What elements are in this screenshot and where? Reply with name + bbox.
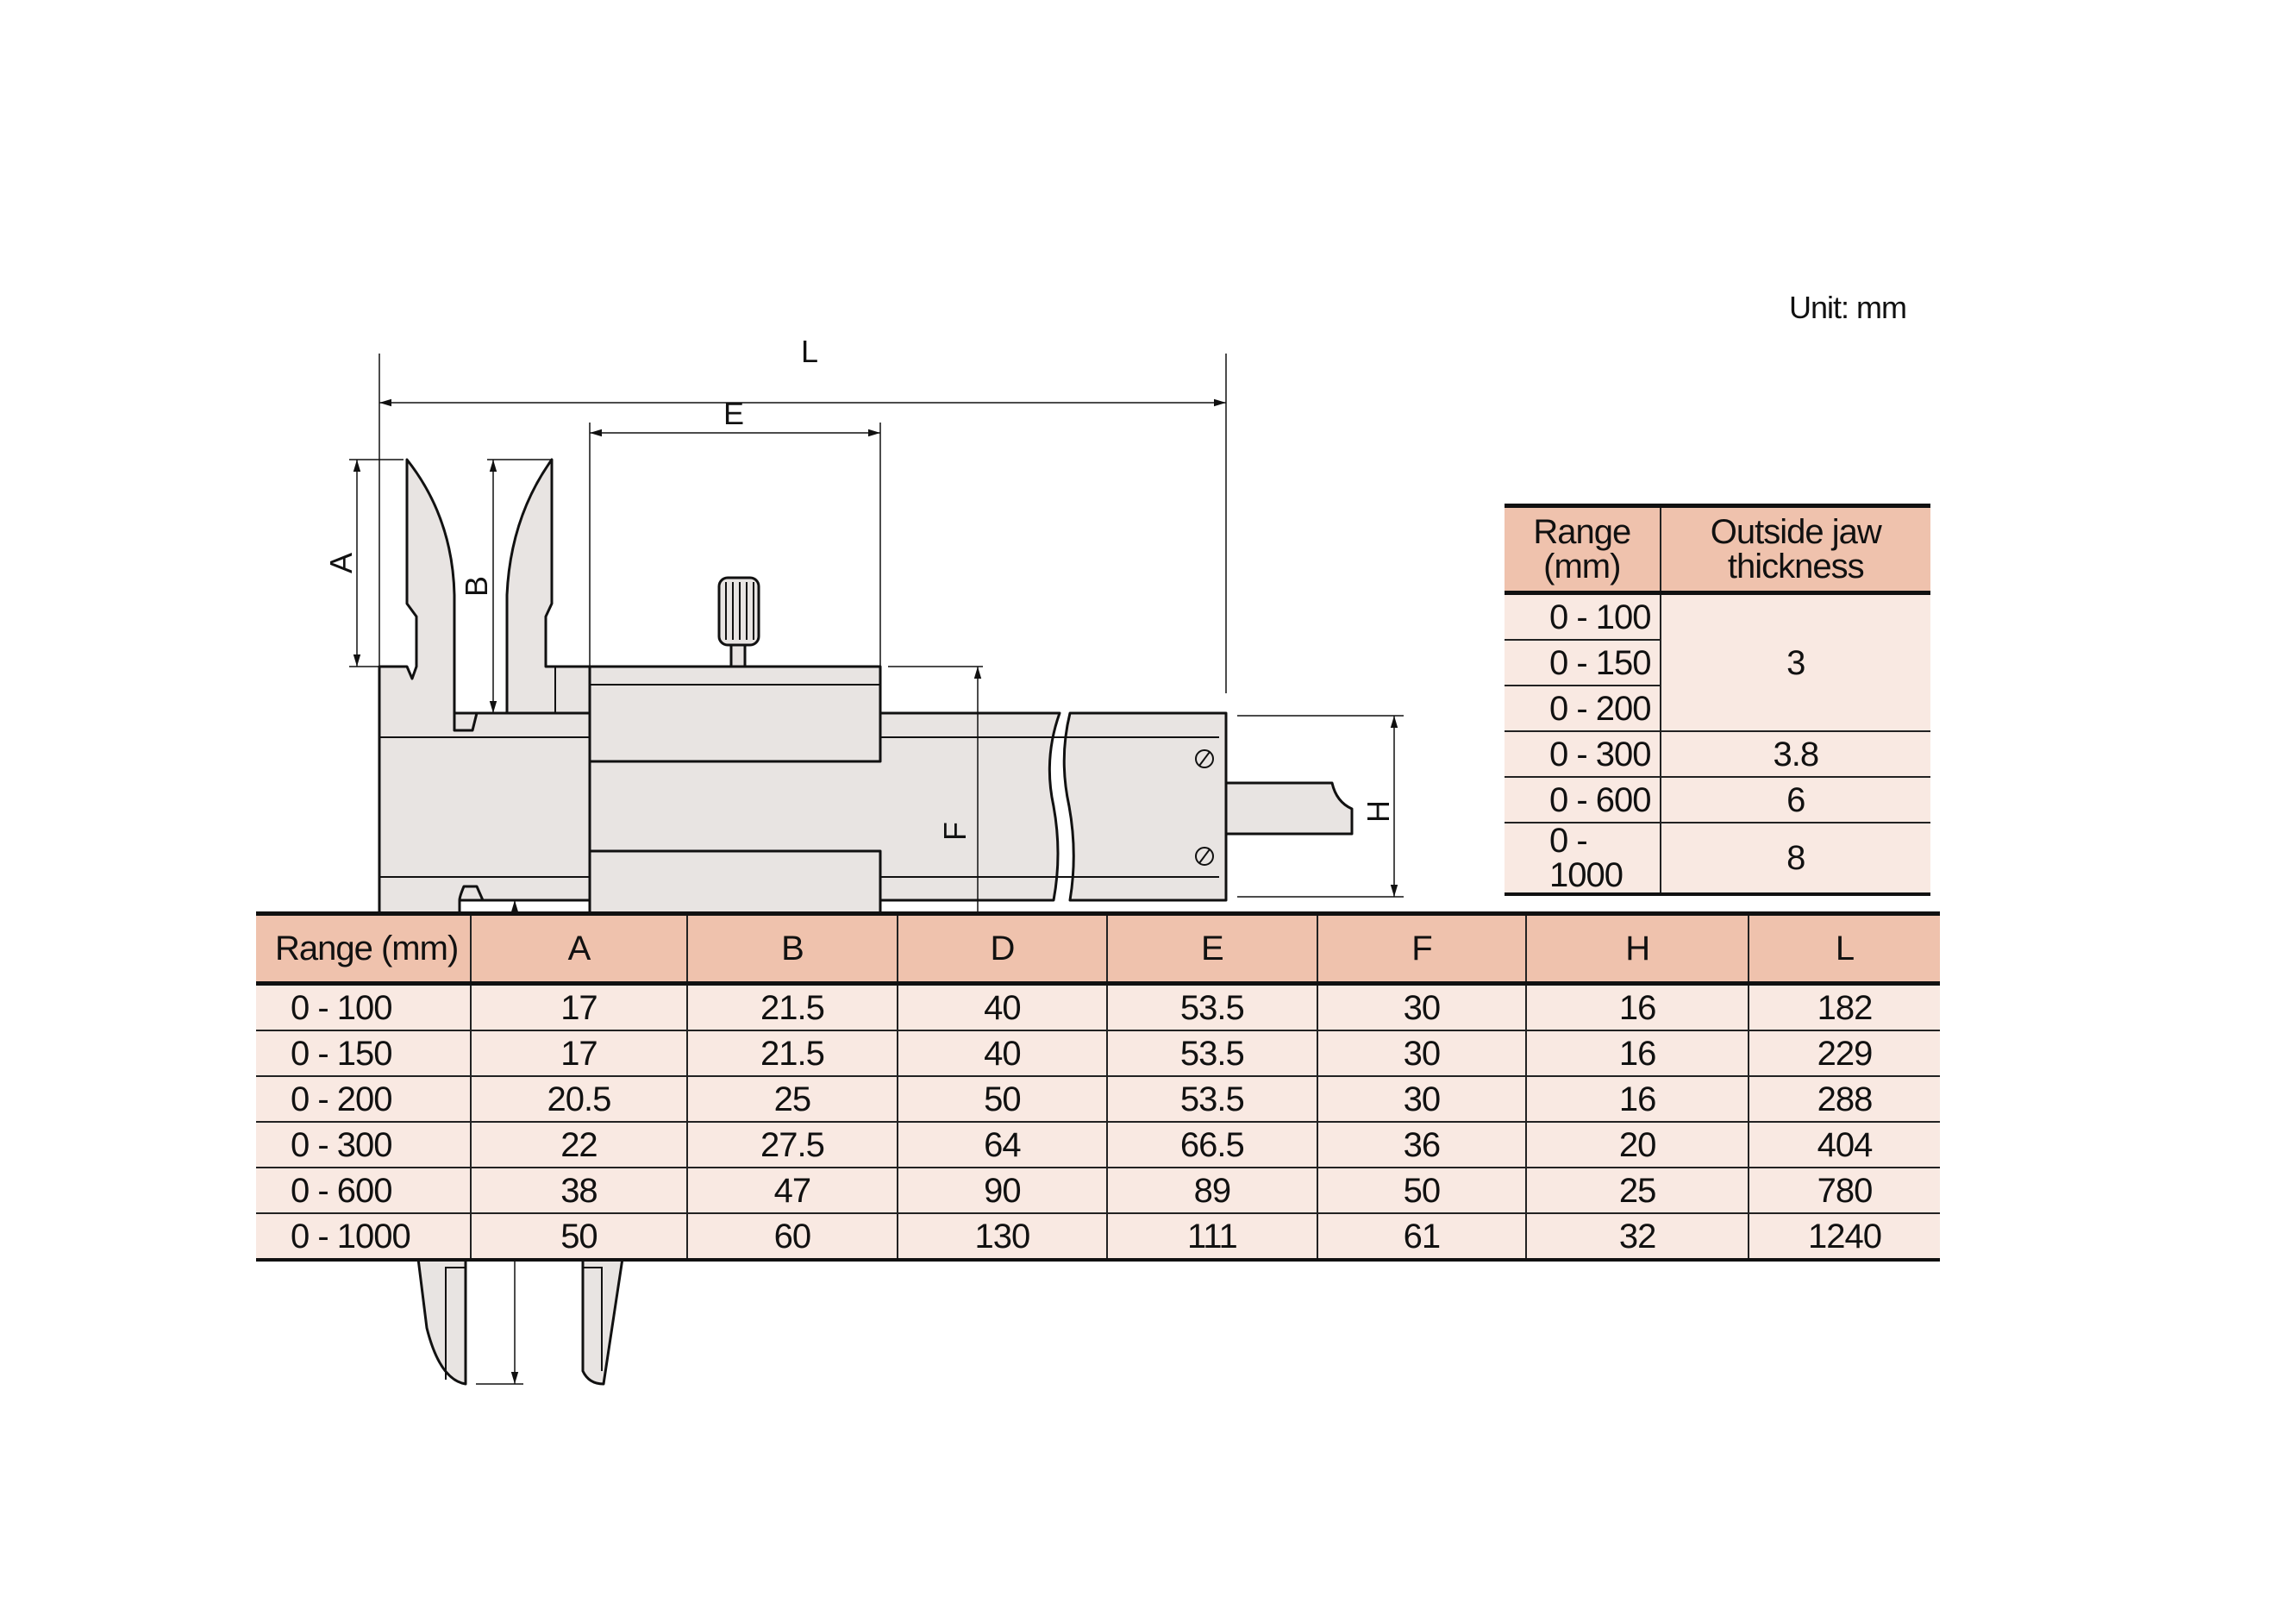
value-cell: 22: [469, 1121, 689, 1168]
screw-icon: [1195, 749, 1214, 768]
value-cell: 53.5: [1106, 982, 1318, 1031]
column-header: D: [896, 913, 1109, 984]
thickness-cell: 3.8: [1659, 730, 1930, 778]
value-cell: 50: [469, 1212, 689, 1262]
value-cell: 111: [1106, 1212, 1318, 1262]
column-header: B: [686, 913, 898, 984]
range-cell: 0 - 100: [256, 982, 472, 1031]
range-cell: 0 - 1000: [256, 1212, 472, 1262]
value-cell: 50: [896, 1075, 1109, 1123]
value-cell: 38: [469, 1167, 689, 1214]
value-cell: 21.5: [686, 1030, 898, 1077]
thickness-cell: 6: [1659, 776, 1930, 823]
value-cell: 288: [1748, 1075, 1940, 1123]
column-header: F: [1316, 913, 1528, 984]
value-cell: 16: [1525, 1075, 1750, 1123]
label-B: B: [459, 576, 494, 597]
table-row: 0 - 150: [1505, 639, 1930, 686]
value-cell: 20: [1525, 1121, 1750, 1168]
range-cell: 0 - 150: [256, 1030, 472, 1077]
column-header: E: [1106, 913, 1318, 984]
range-cell: 0 - 200: [256, 1075, 472, 1123]
range-cell: 0 - 1000: [1505, 822, 1661, 896]
thickness-cell: 8: [1659, 822, 1930, 896]
value-cell: 16: [1525, 982, 1750, 1031]
value-cell: 17: [469, 1030, 689, 1077]
unit-label: Unit: mm: [1789, 290, 1907, 325]
thickness-cell: 3: [1659, 592, 1930, 732]
main-beam-end: [1062, 711, 1228, 902]
value-cell: 27.5: [686, 1121, 898, 1168]
value-cell: 53.5: [1106, 1030, 1318, 1077]
value-cell: 1240: [1748, 1212, 1940, 1262]
range-cell: 0 - 300: [256, 1121, 472, 1168]
jaw-thickness-table: Range (mm) Outside jaw thickness 0 - 100…: [1505, 504, 1930, 896]
value-cell: 40: [896, 982, 1109, 1031]
value-cell: 20.5: [469, 1075, 689, 1123]
label-A: A: [323, 553, 359, 573]
label-E: E: [723, 396, 744, 431]
table-row: 0 - 200: [1505, 685, 1930, 732]
column-header: L: [1748, 913, 1940, 984]
value-cell: 21.5: [686, 982, 898, 1031]
value-cell: 404: [1748, 1121, 1940, 1168]
header-outside-jaw-thickness: Outside jaw thickness: [1659, 505, 1930, 593]
label-L: L: [801, 334, 818, 369]
value-cell: 30: [1316, 982, 1528, 1031]
value-cell: 30: [1316, 1030, 1528, 1077]
value-cell: 61: [1316, 1212, 1528, 1262]
value-cell: 53.5: [1106, 1075, 1318, 1123]
value-cell: 89: [1106, 1167, 1318, 1214]
value-cell: 32: [1525, 1212, 1750, 1262]
range-cell: 0 - 600: [256, 1167, 472, 1214]
value-cell: 17: [469, 982, 689, 1031]
column-header: A: [469, 913, 689, 984]
value-cell: 25: [686, 1075, 898, 1123]
value-cell: 25: [1525, 1167, 1750, 1214]
value-cell: 60: [686, 1212, 898, 1262]
depth-rod: [1224, 781, 1354, 836]
range-cell: 0 - 300: [1505, 730, 1661, 778]
value-cell: 780: [1748, 1167, 1940, 1214]
range-cell: 0 - 150: [1505, 639, 1661, 686]
knurl-lines: [725, 582, 754, 640]
value-cell: 130: [896, 1212, 1109, 1262]
value-cell: 90: [896, 1167, 1109, 1214]
screw-icon: [1195, 847, 1214, 866]
label-F: F: [937, 822, 973, 841]
value-cell: 182: [1748, 982, 1940, 1031]
column-header: H: [1525, 913, 1750, 984]
slider-top: [588, 665, 882, 763]
label-H: H: [1361, 800, 1396, 823]
value-cell: 50: [1316, 1167, 1528, 1214]
column-header: Range (mm): [256, 913, 472, 984]
value-cell: 30: [1316, 1075, 1528, 1123]
range-cell: 0 - 600: [1505, 776, 1661, 823]
header-range: Range (mm): [1505, 505, 1661, 593]
range-cell: 0 - 100: [1505, 592, 1661, 641]
value-cell: 47: [686, 1167, 898, 1214]
value-cell: 64: [896, 1121, 1109, 1168]
range-cell: 0 - 200: [1505, 685, 1661, 732]
value-cell: 40: [896, 1030, 1109, 1077]
value-cell: 36: [1316, 1121, 1528, 1168]
value-cell: 16: [1525, 1030, 1750, 1077]
value-cell: 229: [1748, 1030, 1940, 1077]
moving-upper-jaw: [505, 458, 591, 715]
value-cell: 66.5: [1106, 1121, 1318, 1168]
